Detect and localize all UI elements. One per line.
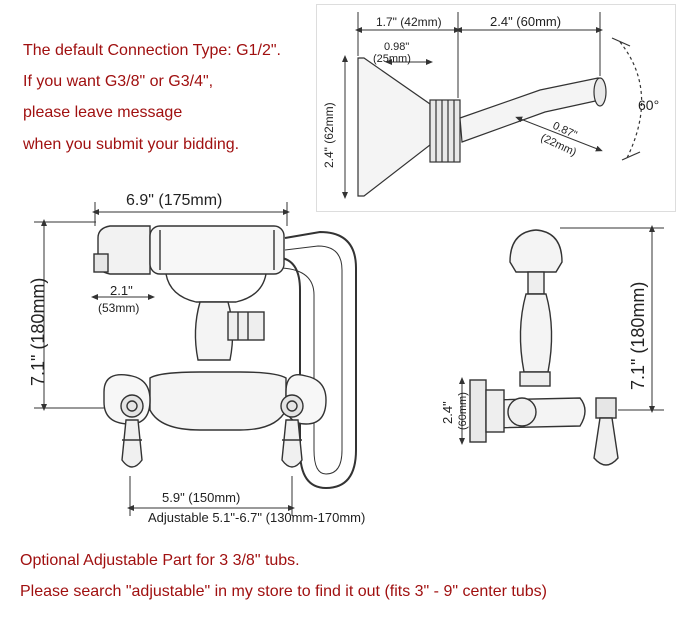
inset-dim-height: 2.4" (62mm) bbox=[322, 102, 336, 168]
side-height-dim: 7.1" (180mm) bbox=[628, 282, 648, 390]
notice-line-2: If you want G3/8" or G3/4", bbox=[23, 73, 214, 90]
faucet-front-view bbox=[93, 225, 357, 490]
faucet-side-view bbox=[469, 229, 619, 466]
inset-dim-top-left: 1.7" (42mm) bbox=[376, 15, 442, 29]
side-depth-mm: (60mm) bbox=[457, 392, 469, 430]
side-depth-dim: 2.4" bbox=[440, 401, 455, 424]
notice-line-3: please leave message bbox=[23, 104, 183, 121]
footer-line-1: Optional Adjustable Part for 3 3/8" tubs… bbox=[20, 552, 300, 569]
handle-width-dim: 2.1" bbox=[110, 283, 133, 298]
notice-line-1: The default Connection Type: G1/2". bbox=[23, 42, 281, 59]
handle-width-mm: (53mm) bbox=[98, 301, 139, 315]
front-height-dim: 7.1" (180mm) bbox=[28, 278, 48, 386]
notice-line-4: when you submit your bidding. bbox=[23, 136, 240, 153]
front-width-dim: 6.9" (175mm) bbox=[126, 192, 222, 209]
inset-dim-inner-mm: (25mm) bbox=[373, 53, 411, 65]
adjustable-range-dim: Adjustable 5.1"-6.7" (130mm-170mm) bbox=[148, 510, 365, 525]
inset-angle: 60° bbox=[638, 97, 659, 113]
inset-dim-inner: 0.98" bbox=[384, 41, 409, 53]
center-distance-dim: 5.9" (150mm) bbox=[162, 490, 240, 505]
shower-holder-diagram bbox=[357, 37, 643, 197]
inset-dim-top-right: 2.4" (60mm) bbox=[490, 14, 561, 29]
footer-line-2: Please search "adjustable" in my store t… bbox=[20, 583, 547, 600]
